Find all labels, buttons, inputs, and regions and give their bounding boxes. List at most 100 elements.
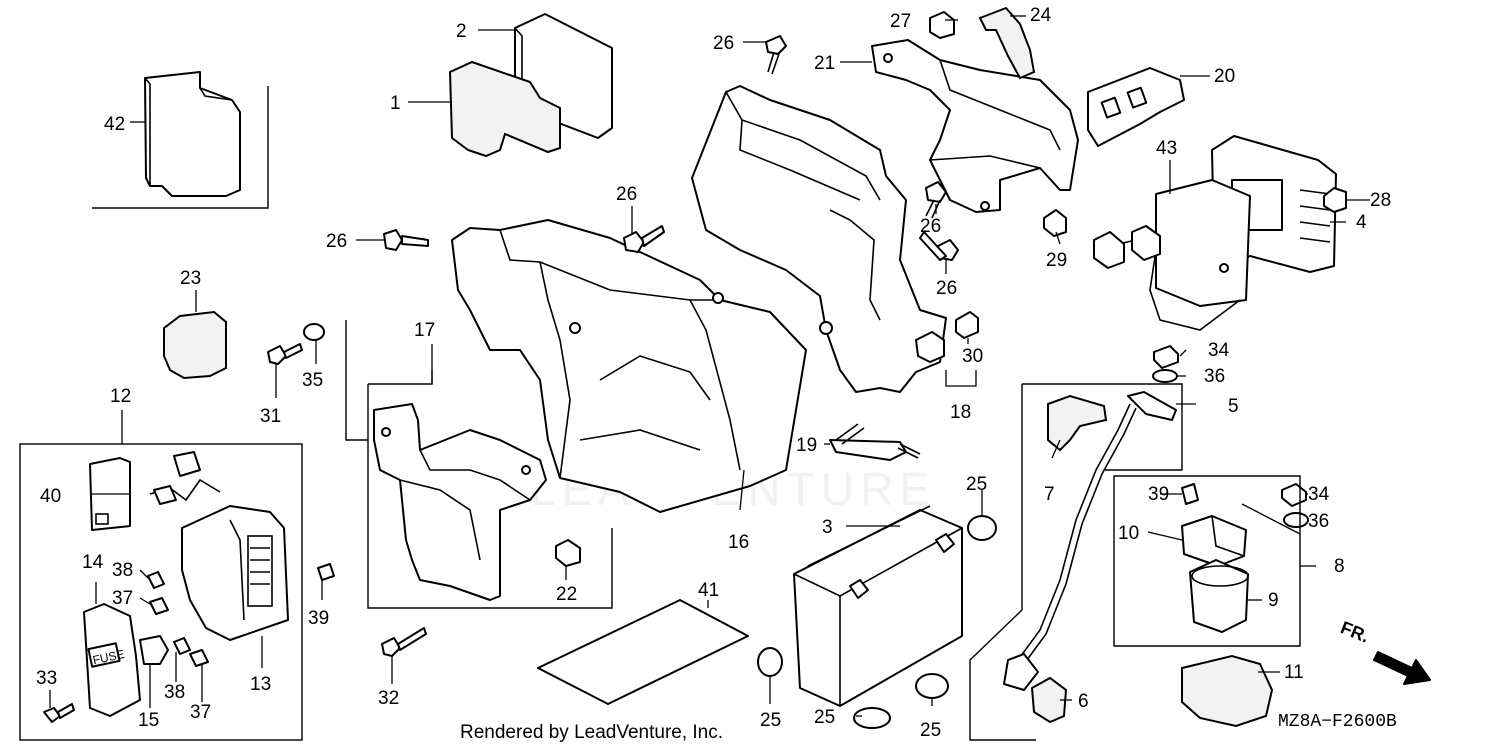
callout-7: 7 xyxy=(1044,484,1055,505)
part-31-bolt xyxy=(267,343,303,365)
callout-26-e: 26 xyxy=(936,278,957,299)
part-20-holder xyxy=(1087,67,1185,147)
callout-39-b: 39 xyxy=(1148,484,1169,505)
part-22-grommet xyxy=(555,539,581,567)
part-14-fuse-lid: FUSE xyxy=(83,603,141,717)
callout-23: 23 xyxy=(180,268,201,289)
part-36-washer-bottom xyxy=(1283,512,1309,528)
part-11-rubber-holder xyxy=(1181,654,1274,728)
callout-4: 4 xyxy=(1356,212,1367,233)
callout-37-b: 37 xyxy=(190,702,211,723)
part-27-grommet xyxy=(929,11,955,39)
part-16-battery-box xyxy=(451,219,807,513)
part-26-bolt-left xyxy=(383,229,429,251)
callout-29: 29 xyxy=(1046,250,1067,271)
callout-34-b: 34 xyxy=(1308,484,1330,505)
callout-19: 19 xyxy=(796,435,817,456)
part-26-bolt-top xyxy=(765,35,787,75)
part-24-strap xyxy=(978,6,1036,80)
callout-25-b: 25 xyxy=(760,710,781,731)
part-26-bolt-right-upper xyxy=(925,181,947,219)
direction-label: FR. xyxy=(1338,617,1372,646)
part-17-bracket xyxy=(373,403,547,601)
callout-2: 2 xyxy=(456,21,467,42)
part-38-fuse-a xyxy=(147,571,165,589)
callout-3: 3 xyxy=(822,517,833,538)
part-38-fuse-b xyxy=(173,637,191,655)
part-25-grommet-c xyxy=(853,707,891,729)
part-26-bolt-right-lower xyxy=(919,231,959,261)
callout-25-a: 25 xyxy=(966,474,987,495)
callout-38-b: 38 xyxy=(164,682,185,703)
callout-35: 35 xyxy=(302,370,323,391)
part-30-collar xyxy=(955,311,979,339)
part-29-grommet xyxy=(1043,209,1067,237)
part-23-clamp xyxy=(163,310,227,380)
callout-41: 41 xyxy=(698,580,719,601)
callout-33: 33 xyxy=(36,668,57,689)
part-32-bolt xyxy=(381,627,427,657)
callout-43: 43 xyxy=(1156,138,1177,159)
fuse-label: FUSE xyxy=(91,647,125,667)
callout-10: 10 xyxy=(1118,523,1139,544)
callout-25-c: 25 xyxy=(814,707,835,728)
part-13-fuse-box xyxy=(149,451,289,641)
part-26-bolt-mid xyxy=(623,225,665,253)
callout-12: 12 xyxy=(110,386,131,407)
part-36-washer-top xyxy=(1152,369,1178,383)
callout-26-b: 26 xyxy=(616,184,637,205)
part-28-grommet xyxy=(1323,187,1347,213)
part-34-nut-bottom xyxy=(1281,483,1307,507)
callout-14: 14 xyxy=(82,552,104,573)
part-42-frame xyxy=(92,86,269,209)
callout-1: 1 xyxy=(390,93,401,114)
callout-26-c: 26 xyxy=(920,216,941,237)
callout-13: 13 xyxy=(250,674,271,695)
part-15-fuse-clip xyxy=(139,635,169,665)
part-9-starter-relay xyxy=(1189,559,1249,633)
callout-17: 17 xyxy=(414,320,435,341)
callout-27: 27 xyxy=(890,11,911,32)
part-10-relay-cover xyxy=(1181,515,1247,567)
part-39-fuse-left xyxy=(317,563,335,581)
callout-21: 21 xyxy=(814,53,835,74)
part-33-screw xyxy=(43,703,75,723)
part-21-cover-bracket xyxy=(871,39,1079,213)
callout-36-b: 36 xyxy=(1308,511,1329,532)
callout-11: 11 xyxy=(1284,662,1304,683)
part-39-fuse-right xyxy=(1181,483,1199,505)
part-6-terminal-cover xyxy=(1030,676,1068,724)
callout-24: 24 xyxy=(1030,5,1052,26)
part-35-washer xyxy=(303,323,325,341)
part-3-battery xyxy=(793,505,963,707)
leader-lines xyxy=(49,15,1370,717)
callout-6: 6 xyxy=(1078,691,1089,712)
callout-38-a: 38 xyxy=(112,560,133,581)
diagram-code: MZ8A−F2600B xyxy=(1278,712,1397,732)
part-34-nut-top xyxy=(1153,345,1179,369)
callout-32: 32 xyxy=(378,688,399,709)
callout-8: 8 xyxy=(1334,556,1345,577)
part-37-fuse-a xyxy=(149,597,169,615)
part-12-frame xyxy=(19,443,303,741)
part-1-foam-pad xyxy=(448,60,561,158)
callout-30: 30 xyxy=(962,346,983,367)
callout-20: 20 xyxy=(1214,66,1235,87)
part-25-grommet-b xyxy=(757,647,783,677)
part-37-fuse-b xyxy=(189,649,209,667)
part-5-frame xyxy=(969,383,1183,741)
part-upper-tray xyxy=(691,85,947,393)
direction-arrow: FR. xyxy=(1338,617,1431,685)
callout-36-a: 36 xyxy=(1204,366,1225,387)
part-42-cdi-unit xyxy=(144,71,241,197)
part-25-grommet-d xyxy=(915,673,949,699)
callout-34-a: 34 xyxy=(1208,340,1230,361)
part-8-frame xyxy=(1113,475,1301,647)
footer-credit: Rendered by LeadVenture, Inc. xyxy=(460,722,723,743)
callout-5: 5 xyxy=(1228,396,1239,417)
callout-labels: 2 1 42 26 21 27 24 20 43 28 4 26 26 29 2… xyxy=(36,5,1391,741)
part-25-grommet-a xyxy=(967,515,997,541)
callout-18: 18 xyxy=(950,402,971,423)
callout-16: 16 xyxy=(728,532,749,553)
